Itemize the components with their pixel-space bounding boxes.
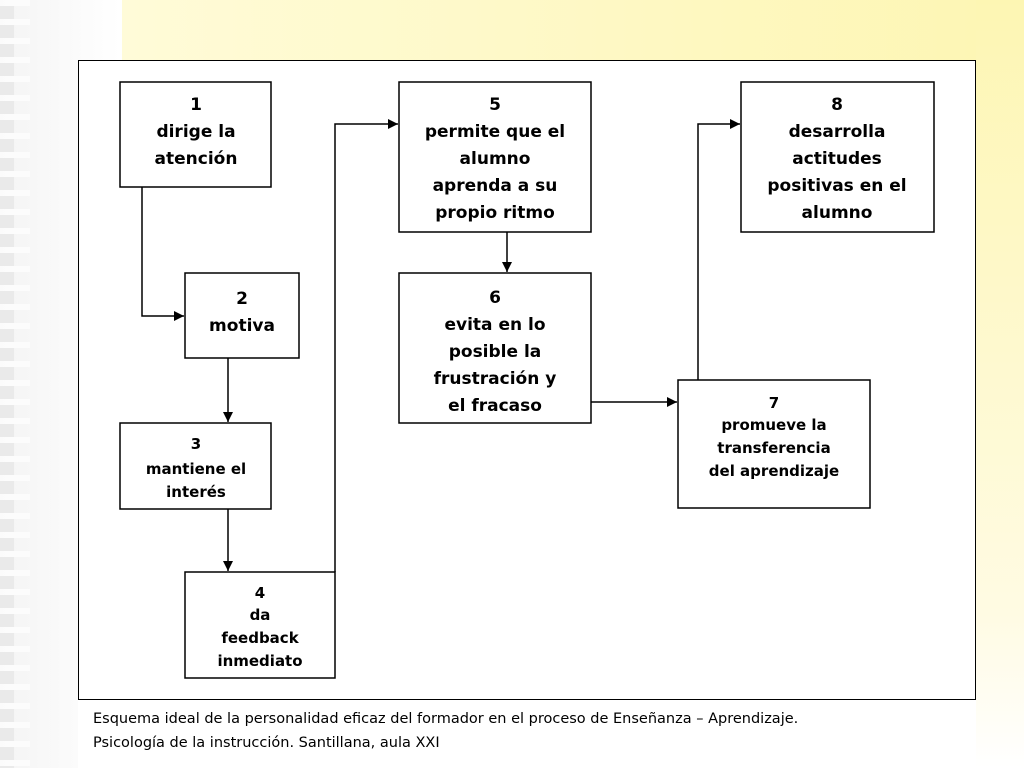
arrow-1-to-2 xyxy=(141,187,184,321)
step-5-line-3: aprenda a su xyxy=(433,176,558,196)
step-3-line-2: interés xyxy=(166,483,226,501)
step-5-line-4: propio ritmo xyxy=(435,203,555,223)
step-4-line-3: inmediato xyxy=(217,652,302,670)
step-3-line-1: mantiene el xyxy=(146,460,246,478)
left-decoration xyxy=(0,0,30,768)
arrow-4-to-5 xyxy=(334,119,398,572)
step-7-line-2: transferencia xyxy=(717,439,830,457)
step-5-number: 5 xyxy=(489,95,501,115)
step-6-line-2: posible la xyxy=(449,342,542,362)
step-8-line-3: positivas en el xyxy=(767,176,906,196)
box-step-1 xyxy=(119,81,272,188)
box-step-7 xyxy=(677,379,871,509)
step-3-number: 3 xyxy=(191,435,201,453)
caption-line-1: Esquema ideal de la personalidad eficaz … xyxy=(93,711,799,727)
step-1-line-2: atención xyxy=(155,149,238,169)
step-6-line-3: frustración y xyxy=(434,369,557,389)
step-1-line-1: dirige la xyxy=(156,122,235,142)
box-step-6 xyxy=(398,272,592,424)
top-yellow-band xyxy=(122,0,1024,60)
box-step-5 xyxy=(398,81,592,233)
caption-line-2: Psicología de la instrucción. Santillana… xyxy=(93,735,440,751)
step-8-number: 8 xyxy=(831,95,843,115)
step-5-line-1: permite que el xyxy=(425,122,565,142)
caption-area xyxy=(78,700,976,768)
box-step-8 xyxy=(740,81,935,233)
step-8-line-1: desarrolla xyxy=(789,122,886,142)
box-step-2 xyxy=(184,272,300,359)
box-step-3 xyxy=(119,422,272,510)
step-6-number: 6 xyxy=(489,288,501,308)
step-4-line-2: feedback xyxy=(221,629,299,647)
step-7-line-1: promueve la xyxy=(721,416,826,434)
step-2-number: 2 xyxy=(236,289,248,309)
step-5-line-2: alumno xyxy=(460,149,531,169)
step-7-number: 7 xyxy=(769,394,779,412)
arrow-7-to-8 xyxy=(697,119,740,380)
step-4-number: 4 xyxy=(255,584,265,602)
box-step-4 xyxy=(184,571,336,679)
step-1-number: 1 xyxy=(190,95,202,115)
right-yellow-band xyxy=(976,0,1024,768)
step-8-line-4: alumno xyxy=(802,203,873,223)
step-7-line-3: del aprendizaje xyxy=(709,462,839,480)
step-2-line-1: motiva xyxy=(209,316,275,336)
step-8-line-2: actitudes xyxy=(792,149,882,169)
step-4-line-1: da xyxy=(250,606,271,624)
step-6-line-1: evita en lo xyxy=(444,315,545,335)
step-6-line-4: el fracaso xyxy=(448,396,542,416)
